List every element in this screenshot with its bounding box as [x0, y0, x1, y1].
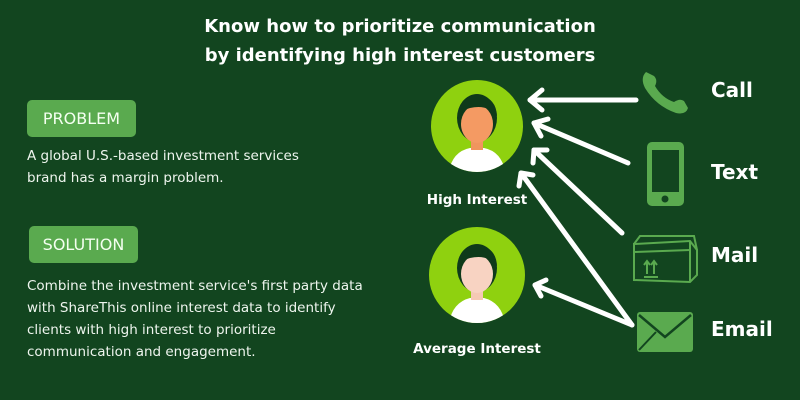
solution-line: with ShareThis online interest data to i… [27, 300, 336, 316]
title-line-2: by identifying high interest customers [204, 45, 596, 66]
page-title: Know how to prioritize communication by … [0, 12, 800, 70]
problem-line: brand has a margin problem. [27, 170, 224, 186]
solution-line: clients with high interest to prioritize [27, 322, 276, 338]
phone-icon [642, 72, 688, 114]
solution-text: Combine the investment service's first p… [27, 275, 363, 363]
problem-text: A global U.S.-based investment services … [27, 145, 299, 189]
average-interest-avatar-icon [429, 227, 525, 323]
arrow-email-to-average [532, 277, 635, 328]
mobile-phone-icon [647, 142, 684, 206]
problem-line: A global U.S.-based investment services [27, 148, 299, 164]
arrow-mail-to-high [530, 147, 625, 236]
channel-text-label: Text [711, 160, 759, 184]
channel-email-label: Email [711, 317, 773, 341]
solution-line: Combine the investment service's first p… [27, 278, 363, 294]
arrow-call-to-high [527, 87, 639, 113]
envelope-icon [637, 312, 693, 352]
solution-tag: SOLUTION [29, 226, 138, 263]
problem-tag: PROBLEM [27, 100, 136, 137]
solution-line: communication and engagement. [27, 344, 256, 360]
high-interest-label: High Interest [426, 192, 528, 208]
title-line-1: Know how to prioritize communication [204, 16, 596, 37]
arrow-text-to-high [531, 116, 631, 166]
package-box-icon [633, 235, 698, 284]
high-interest-avatar-icon [431, 80, 523, 172]
average-interest-label: Average Interest [413, 341, 541, 357]
channel-mail-label: Mail [711, 243, 759, 267]
channel-call-label: Call [711, 78, 753, 102]
arrow-email-to-high [516, 170, 635, 328]
